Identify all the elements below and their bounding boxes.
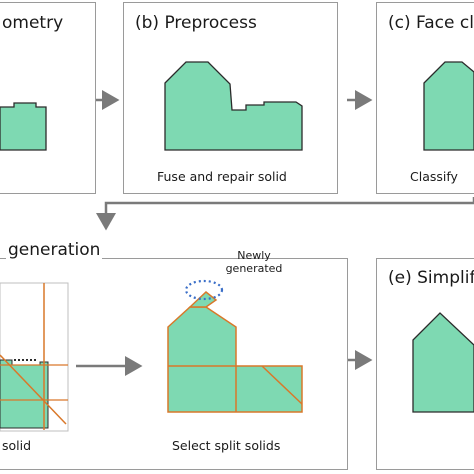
panel-d-title: generation: [6, 240, 103, 260]
panel-c-title: (c) Face cla: [388, 13, 474, 33]
newly-generated-label: Newly generated: [214, 249, 294, 275]
split-line-diagonal: [0, 354, 67, 425]
panel-a: [0, 2, 96, 194]
newly-generated-line2: generated: [225, 261, 283, 275]
panel-b-caption: Fuse and repair solid: [157, 169, 287, 184]
newly-generated-line1: Newly: [237, 249, 271, 262]
panel-d-right-caption: Select split solids: [172, 438, 281, 453]
panel-b-title: (b) Preprocess: [135, 13, 257, 33]
newly-generated-highlight: [184, 279, 224, 301]
selected-split-line-diag: [261, 365, 303, 405]
selected-split-solids: [167, 279, 303, 413]
fused-solid-shape: [164, 61, 303, 151]
panel-d-left-caption: solid: [2, 438, 32, 453]
classified-solid-shape: [423, 61, 474, 151]
connector-c-to-d: [96, 197, 474, 231]
input-geometry-shape: [0, 102, 47, 151]
simplified-solid-shape: [412, 312, 474, 413]
panel-a-title: ometry: [2, 13, 64, 33]
newly-generated-cap: [188, 291, 218, 308]
split-solid-shape: [0, 359, 49, 429]
split-lines-diagram: [0, 282, 69, 432]
panel-e-title: (e) Simplif: [388, 268, 474, 288]
selected-solid-shape: [167, 306, 303, 413]
panel-c-caption: Classify: [410, 169, 458, 184]
